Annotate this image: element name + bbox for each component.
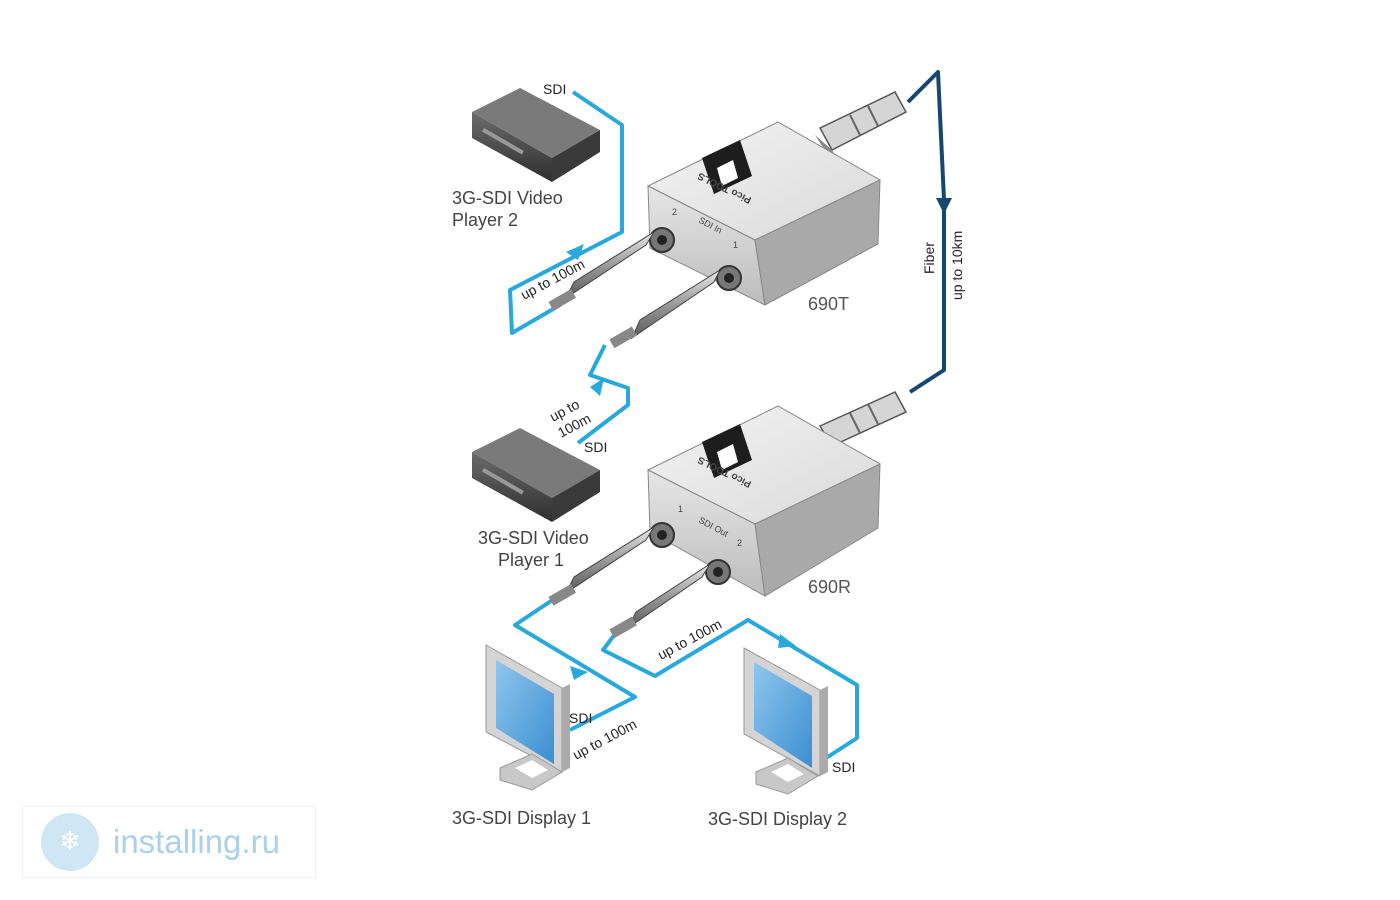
display2-label: 3G-SDI Display 2	[708, 809, 847, 829]
snowflake-icon: ❄	[41, 813, 99, 871]
fiber-connector-top	[815, 91, 908, 160]
sdi-cable-player1	[576, 344, 630, 445]
model-label-receiver: 690R	[808, 577, 851, 597]
fiber-distance-label: up to 10km	[949, 231, 965, 300]
bnc-connector-output-2	[609, 559, 731, 639]
arrow-icon	[590, 378, 604, 396]
arrow-icon	[778, 634, 796, 648]
port-number-1: 1	[678, 504, 683, 514]
watermark: ❄ installing.ru	[22, 806, 316, 878]
player1-label-line1: 3G-SDI Video	[478, 528, 589, 548]
video-player-2	[472, 88, 600, 182]
display-2	[743, 647, 828, 795]
sdi-cable-display2	[601, 618, 859, 762]
player2-label-line1: 3G-SDI Video	[452, 188, 563, 208]
fiber-label: Fiber	[921, 242, 937, 274]
watermark-text: installing.ru	[113, 823, 280, 860]
fiber-cable	[906, 70, 946, 394]
display1-label: 3G-SDI Display 1	[452, 808, 591, 828]
arrow-icon	[566, 244, 584, 260]
sdi-label-display2: SDI	[832, 759, 855, 775]
arrow-icon	[570, 666, 588, 680]
port-number-2: 2	[672, 207, 677, 217]
transmitter-690t	[646, 121, 882, 306]
bnc-connector-output-1	[548, 522, 675, 606]
video-player-1	[472, 428, 600, 522]
sdi-cable-player2	[508, 90, 624, 335]
sdi-label-display1: SDI	[569, 710, 592, 726]
kramer-logo-icon	[702, 140, 752, 194]
player2-label-line2: Player 2	[452, 210, 518, 230]
player1-label-line2: Player 1	[498, 550, 564, 570]
sdi-label-player2: SDI	[543, 81, 566, 97]
receiver-690r	[646, 405, 882, 597]
kramer-logo-icon	[702, 424, 752, 478]
port-number-2: 2	[737, 538, 742, 548]
arrow-icon	[936, 198, 952, 214]
bnc-connector-input-2	[548, 227, 675, 311]
sdi-cable-display1	[513, 593, 637, 732]
port-number-1: 1	[733, 240, 738, 250]
bnc-connector-input-1	[609, 265, 742, 349]
model-label-transmitter: 690T	[808, 294, 849, 314]
display-1	[485, 644, 570, 791]
sdi-label-player1: SDI	[584, 439, 607, 455]
